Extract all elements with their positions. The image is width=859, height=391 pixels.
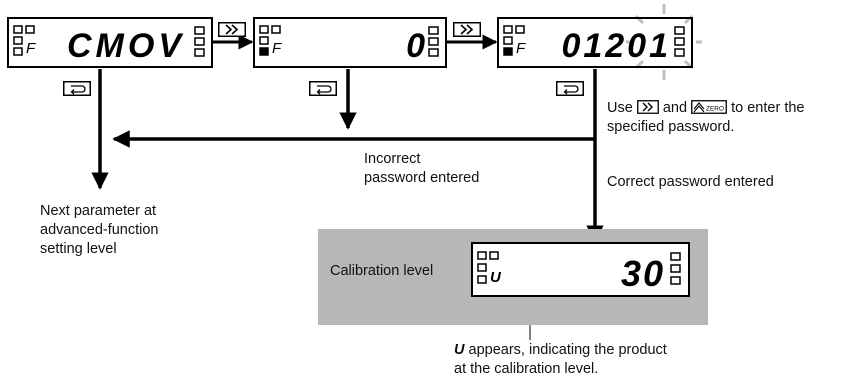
appears-text: appears, indicating the product: [468, 342, 667, 358]
display-entry-svg: F 01201: [503, 25, 685, 65]
display-zero: F 0: [253, 17, 447, 68]
main-readout: 01201: [561, 27, 671, 65]
main-readout: 30: [621, 253, 665, 294]
appears-glyph: U: [454, 342, 465, 358]
main-readout: CMOV: [67, 27, 185, 65]
display-calibration-svg: U 30: [477, 251, 681, 294]
mode-key-icon: [556, 81, 584, 96]
unit-lamps-icon: [674, 26, 685, 57]
display-cmov: F CMOV: [7, 17, 213, 68]
display-calibration: U 30: [471, 242, 690, 297]
instruction-use: Use: [607, 100, 633, 116]
appears-note-line-1: U appears, indicating the product: [454, 341, 667, 360]
appears-note-line-2: at the calibration level.: [454, 361, 599, 377]
next-parameter-line-2: advanced-function: [40, 222, 159, 238]
unit-lamps-icon: [428, 26, 439, 57]
correct-label: Correct password entered: [607, 174, 774, 190]
instruction-to-enter: to enter the: [731, 100, 805, 116]
sub-glyph: F: [272, 40, 282, 57]
indicator-lamps-icon: [477, 251, 499, 284]
sub-glyph: F: [516, 40, 526, 57]
main-readout: 0: [406, 27, 425, 65]
indicator-lamps-icon: [259, 25, 281, 56]
shift-key-inline-icon: [636, 100, 659, 114]
indicator-lamps-icon: [503, 25, 525, 56]
sub-glyph: U: [490, 269, 502, 286]
display-entry: F 01201: [497, 17, 693, 68]
up-zero-key-label: ZERO: [706, 106, 724, 113]
instruction-line-2: specified password.: [607, 119, 735, 135]
instruction-and: and: [662, 100, 688, 116]
shift-key-icon: [453, 22, 481, 37]
incorrect-label-line-2: password entered: [364, 170, 480, 186]
unit-lamps-icon: [194, 26, 205, 57]
shift-key-icon: [218, 22, 246, 37]
mode-key-icon: [63, 81, 91, 96]
sub-glyph: F: [26, 40, 36, 57]
incorrect-label-line-1: Incorrect: [364, 151, 421, 167]
calibration-level-label: Calibration level: [330, 263, 434, 279]
display-zero-svg: F 0: [259, 25, 439, 65]
mode-key-icon: [309, 81, 337, 96]
indicator-lamps-icon: [13, 25, 35, 56]
display-cmov-svg: F CMOV: [13, 25, 205, 65]
unit-lamps-icon: [670, 252, 681, 285]
up-zero-key-inline-icon: ZERO: [691, 100, 727, 114]
next-parameter-line-1: Next parameter at: [40, 203, 157, 219]
next-parameter-line-3: setting level: [40, 241, 117, 257]
instruction-line-1: Use and ZERO to enter the: [607, 99, 804, 118]
